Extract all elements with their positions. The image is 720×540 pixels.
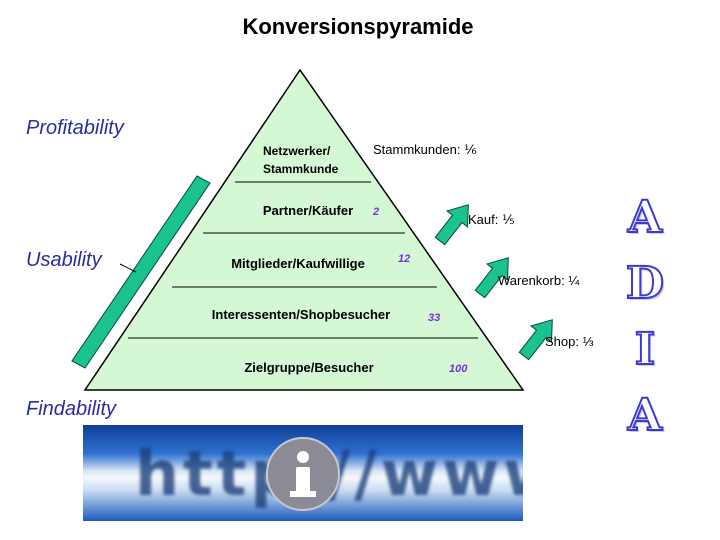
ratio-kauf: Kauf: ⅕ xyxy=(468,212,515,227)
url-banner-image: http://www xyxy=(83,425,523,521)
usability-connector xyxy=(119,263,137,273)
level-mitglieder: Mitglieder/Kaufwillige xyxy=(231,256,365,271)
pyramid-shape xyxy=(83,68,525,391)
label-usability: Usability xyxy=(26,249,102,271)
ratio-shop: Shop: ⅓ xyxy=(545,334,594,349)
number-partner: 2 xyxy=(373,206,380,218)
adia-letter-d: D xyxy=(625,257,665,310)
adia-letter-i: I xyxy=(634,323,657,376)
level-partner: Partner/Käufer xyxy=(262,203,354,218)
level-zielgruppe: Zielgruppe/Besucher xyxy=(244,360,374,375)
number-mitglieder: 12 xyxy=(398,253,411,265)
arrow-shop xyxy=(518,319,553,361)
ratio-warenkorb: Warenkorb: ¼ xyxy=(498,273,580,288)
label-profitability: Profitability xyxy=(26,117,124,139)
adia-letter-a2: A xyxy=(627,389,663,442)
arrow-kauf xyxy=(434,204,469,246)
ratio-stammkunden: Stammkunden: ⅙ xyxy=(373,142,477,157)
arrow-warenkorb xyxy=(474,257,509,299)
info-icon xyxy=(266,437,340,511)
adia-letter-a1: A xyxy=(627,191,663,244)
level-top-line1: Netzwerker/ xyxy=(263,144,331,158)
label-findability: Findability xyxy=(26,398,117,420)
number-interessenten: 33 xyxy=(428,312,441,324)
level-interessenten: Interessenten/Shopbesucher xyxy=(211,307,391,322)
level-top: Netzwerker/ Stammkunde xyxy=(263,142,338,178)
usability-bar xyxy=(71,175,211,369)
diagram-title: Konversionspyramide xyxy=(242,14,474,39)
level-top-line2: Stammkunde xyxy=(263,162,339,176)
number-zielgruppe: 100 xyxy=(449,363,468,375)
